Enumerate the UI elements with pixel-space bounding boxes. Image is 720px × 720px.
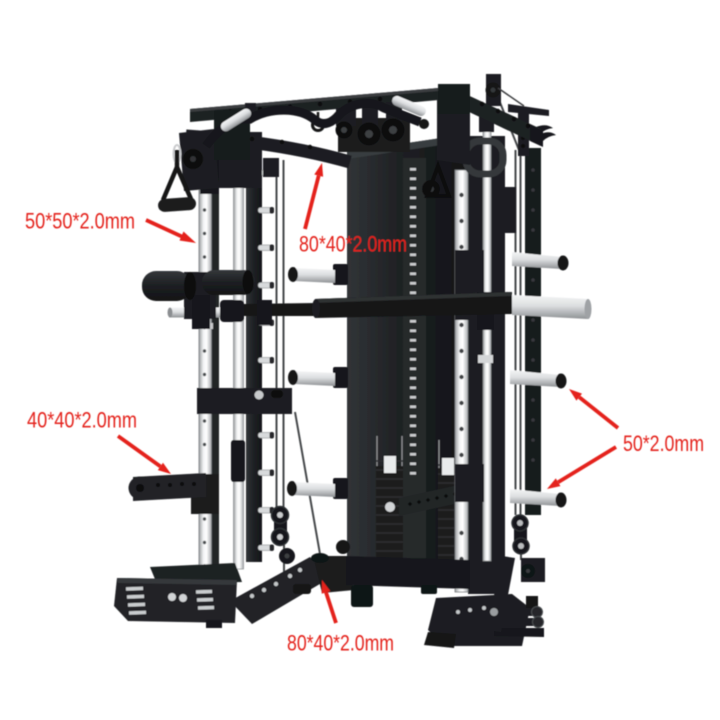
svg-text:80*40*2.0mm: 80*40*2.0mm <box>299 232 407 257</box>
svg-text:50*50*2.0mm: 50*50*2.0mm <box>25 209 135 234</box>
svg-text:50*2.0mm: 50*2.0mm <box>623 431 704 456</box>
svg-text:40*40*2.0mm: 40*40*2.0mm <box>27 408 137 433</box>
svg-text:80*40*2.0mm: 80*40*2.0mm <box>287 631 394 656</box>
